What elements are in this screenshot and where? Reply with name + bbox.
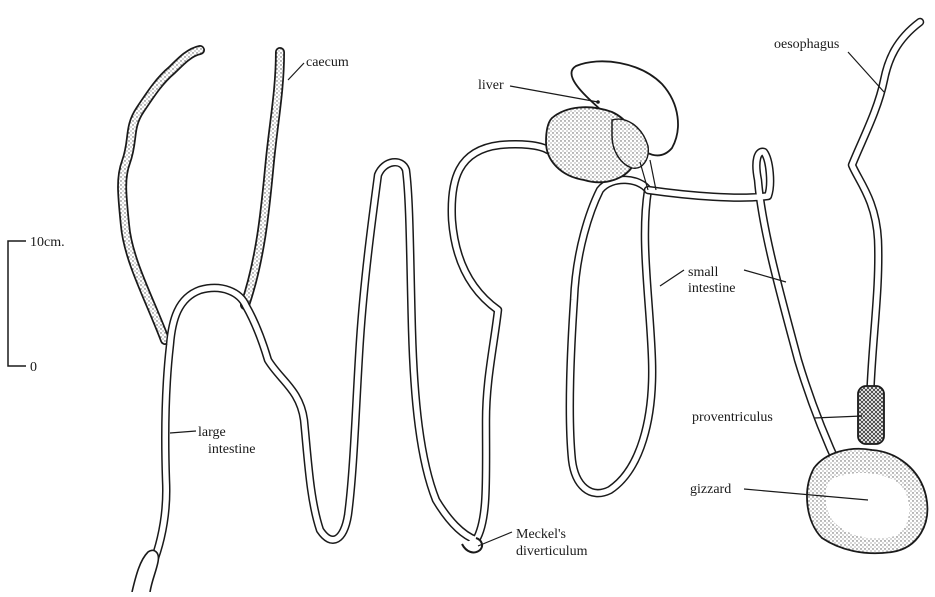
scale-bar-bottom-label: 0 [30, 360, 37, 375]
labels: caecum liver oesophagus small intestine … [198, 37, 839, 559]
scale-bar-line [8, 241, 26, 366]
proventriculus-organ [858, 386, 884, 444]
meckels-label-2: diverticulum [516, 544, 588, 559]
oesophagus-label: oesophagus [774, 37, 839, 52]
scale-bar: 10cm. 0 [8, 235, 65, 375]
small-intestine-label-2: intestine [688, 281, 735, 296]
caecum-leader [288, 63, 304, 80]
intestinal-tract [132, 22, 920, 592]
liver [546, 61, 678, 190]
liver-label: liver [478, 78, 504, 93]
small-intestine-leader [660, 270, 684, 286]
large-intestine-label-1: large [198, 425, 226, 440]
proventriculus-label: proventriculus [692, 410, 773, 425]
caecum-label: caecum [306, 55, 349, 70]
large-intestine-stub [132, 550, 158, 592]
meckels-label-1: Meckel's [516, 527, 566, 542]
stomach [807, 386, 927, 553]
large-intestine-label-2: intestine [208, 442, 255, 457]
small-intestine-label-1: small [688, 265, 718, 280]
large-intestine-leader [170, 431, 196, 433]
oesophagus-leader [848, 52, 884, 92]
scale-bar-top-label: 10cm. [30, 235, 65, 250]
caeca [122, 50, 280, 340]
gizzard-label: gizzard [690, 482, 731, 497]
